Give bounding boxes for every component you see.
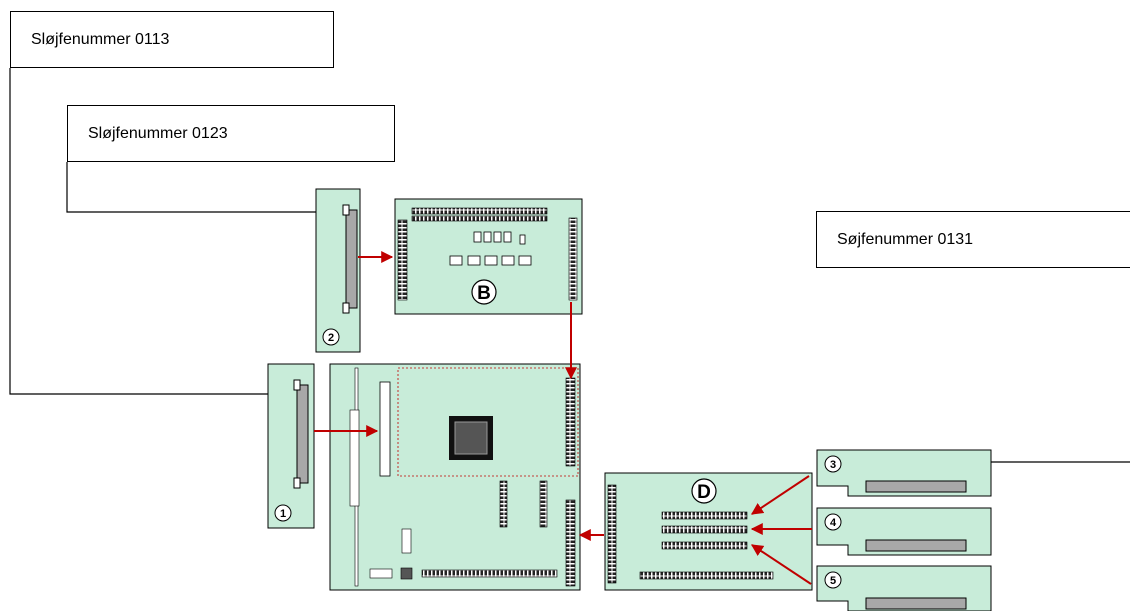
board-d-label: D bbox=[697, 482, 711, 503]
loop-0123-label: Sløjfenummer 0123 bbox=[67, 105, 395, 162]
board-d: D bbox=[604, 472, 813, 591]
module-2-number: 2 bbox=[328, 332, 334, 344]
module-4-number: 4 bbox=[830, 517, 837, 529]
loop-0131-text: Søjfenummer 0131 bbox=[837, 230, 974, 248]
module-3-card: 3 bbox=[816, 449, 992, 497]
loop-0113-text: Sløjfenummer 0113 bbox=[31, 30, 170, 48]
arrow-3-to-d bbox=[751, 475, 810, 515]
loop-lines bbox=[9, 68, 1130, 463]
loop-0113-label: Sløjfenummer 0113 bbox=[10, 11, 334, 68]
module-5-number: 5 bbox=[830, 575, 836, 587]
module-5-card: 5 bbox=[816, 565, 992, 611]
loop-0131-label: Søjfenummer 0131 bbox=[816, 211, 1130, 268]
module-3-number: 3 bbox=[830, 459, 836, 471]
module-1-number: 1 bbox=[280, 508, 286, 520]
line-0123 bbox=[66, 162, 316, 213]
module-4-card: 4 bbox=[816, 507, 992, 556]
board-b-label: B bbox=[477, 283, 491, 304]
arrow-5-to-d bbox=[750, 544, 812, 585]
main-board bbox=[329, 363, 581, 591]
module-2-card: 2 bbox=[315, 188, 361, 353]
loop-0123-text: Sløjfenummer 0123 bbox=[88, 124, 228, 142]
board-b: B bbox=[394, 198, 583, 315]
module-1-card: 1 bbox=[267, 363, 315, 529]
line-0113 bbox=[9, 68, 268, 395]
signal-arrows bbox=[314, 251, 812, 585]
